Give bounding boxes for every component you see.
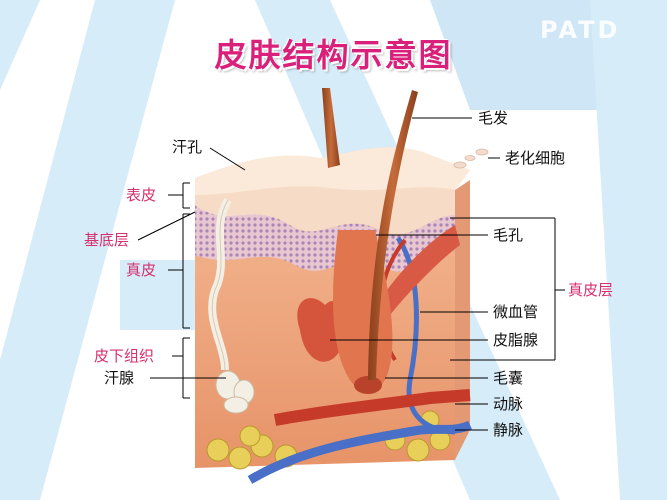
label-hair: 毛发 xyxy=(478,109,509,127)
label-hair-pore: 毛孔 xyxy=(493,226,524,244)
label-follicle: 毛囊 xyxy=(493,369,524,387)
label-sebaceous-gland: 皮脂腺 xyxy=(493,331,539,349)
label-capillary: 微血管 xyxy=(493,303,539,321)
skin-block xyxy=(195,88,489,484)
label-vein: 静脉 xyxy=(493,421,524,439)
label-dermis-layer: 真皮层 xyxy=(568,281,614,299)
leader-lines xyxy=(137,117,565,431)
label-dermis: 真皮 xyxy=(126,261,157,279)
label-sweat-pore: 汗孔 xyxy=(172,138,203,156)
diagram-title: 皮肤结构示意图 xyxy=(214,36,453,74)
label-epidermis: 表皮 xyxy=(126,186,157,204)
label-artery: 动脉 xyxy=(493,395,524,413)
label-sweat-gland: 汗腺 xyxy=(104,369,135,387)
label-subcutaneous: 皮下组织 xyxy=(94,347,155,365)
label-aging-cells: 老化细胞 xyxy=(505,149,566,167)
watermark-text: PATD xyxy=(540,16,621,44)
label-basal-layer: 基底层 xyxy=(84,231,130,249)
